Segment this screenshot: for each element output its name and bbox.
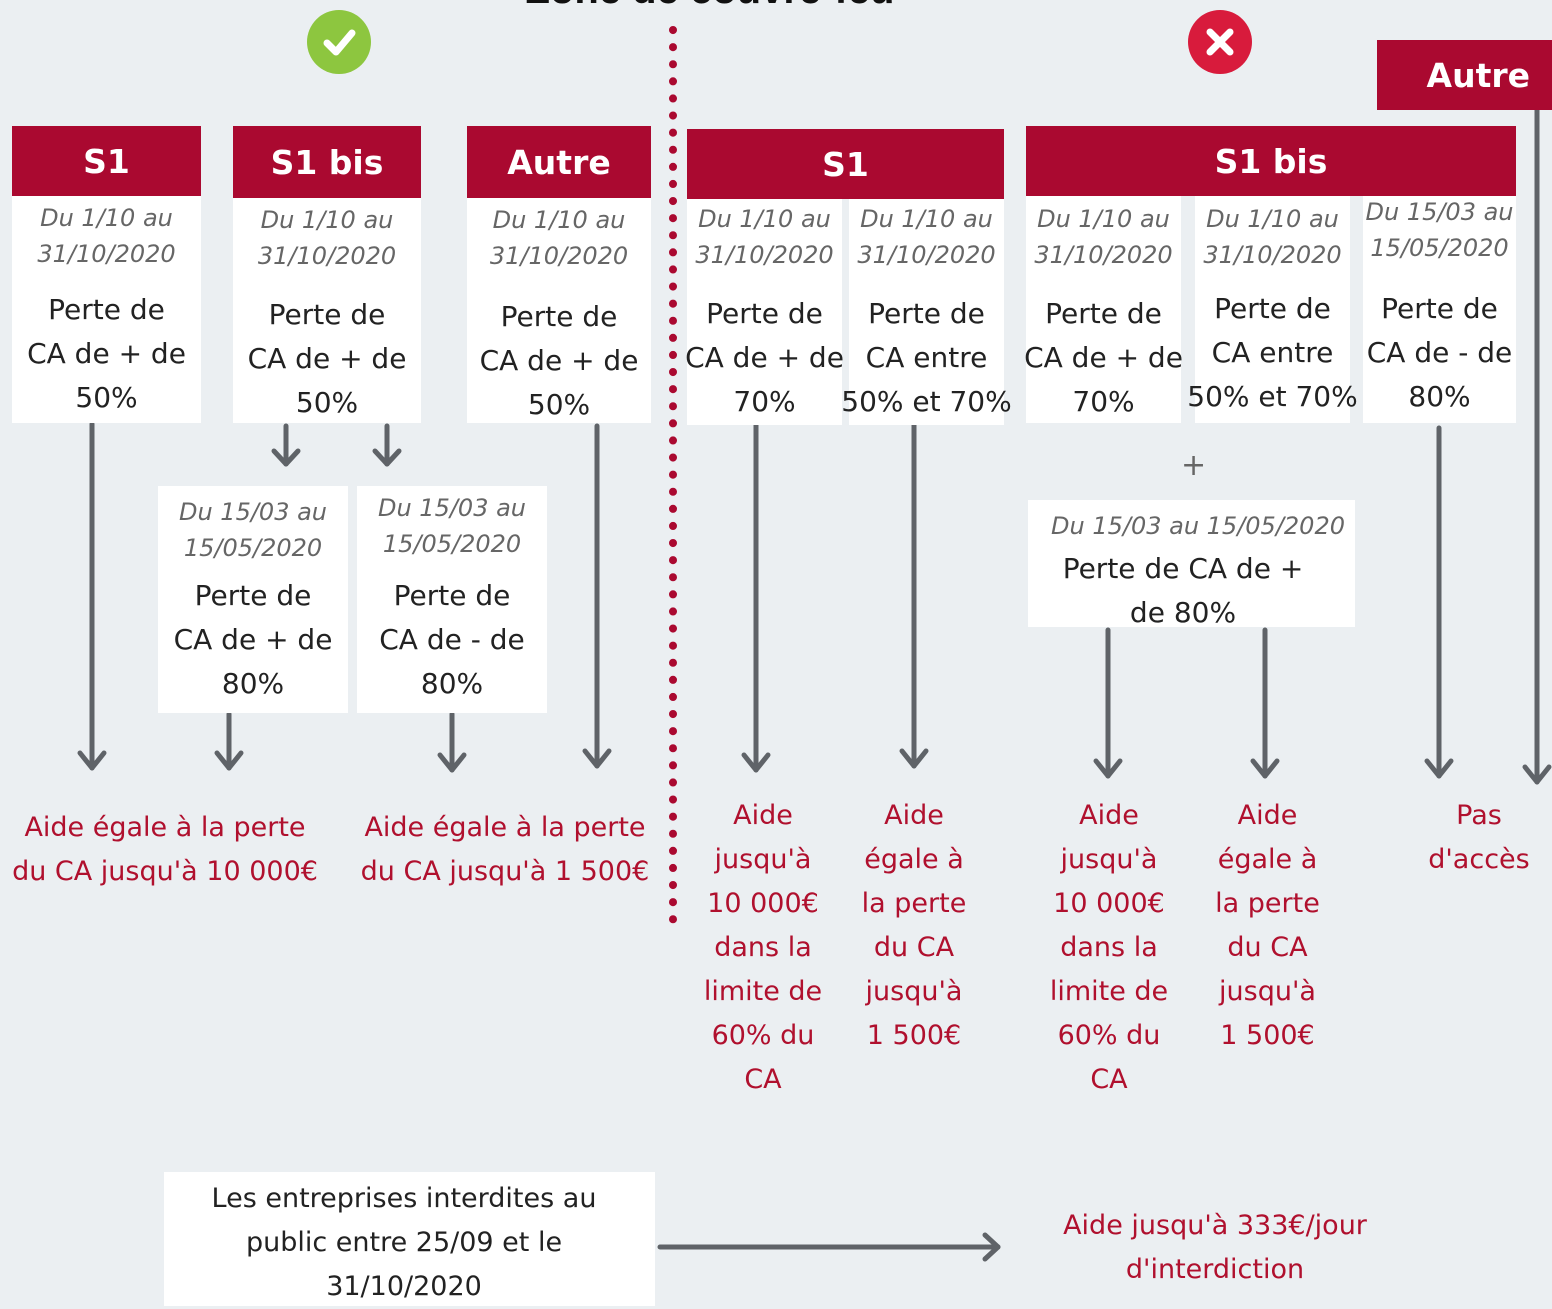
left-s1bis-date: Du 1/10 au 31/10/2020	[257, 206, 397, 270]
right-s1bis-header: S1 bis	[1026, 126, 1516, 196]
right-s1bis-col-b-date: Du 1/10 au 31/10/2020	[1203, 205, 1342, 269]
right-s1-result-b: Aide égale à la perte du CA jusqu'à 1 50…	[861, 800, 967, 1051]
arrow-bottom	[657, 1232, 1001, 1262]
bottom-box: Les entreprises interdites au public ent…	[164, 1172, 655, 1306]
right-s1-col-b-condition: Perte de CA entre 50% et 70%	[841, 297, 1012, 418]
left-s1bis-sub-a-condition: Perte de CA de + de 80%	[173, 579, 333, 700]
left-s1-date: Du 1/10 au 31/10/2020	[37, 204, 176, 268]
left-autre-header: Autre	[467, 126, 651, 198]
left-s1bis-sub-a-box: Du 15/03 au 15/05/2020 Perte de CA de + …	[158, 486, 348, 713]
left-s1-box: Du 1/10 au 31/10/2020 Perte de CA de + d…	[12, 196, 201, 423]
right-s1bis-sub-box: Du 15/03 au 15/05/2020 Perte de CA de + …	[1028, 500, 1355, 629]
arrow-left-s1	[77, 421, 107, 771]
left-s1bis-sub-b-condition: Perte de CA de - de 80%	[379, 579, 525, 700]
right-autre-header: Autre	[1377, 40, 1552, 110]
left-result-b: Aide égale à la perte du CA jusqu'à 1 50…	[360, 812, 650, 887]
arrow-s1bis-to-sub-b	[372, 423, 402, 467]
right-s1-col-b-date: Du 1/10 au 31/10/2020	[857, 205, 996, 269]
left-s1bis-sub-a-date: Du 15/03 au 15/05/2020	[178, 498, 328, 562]
right-s1bis-col-a-condition: Perte de CA de + de 70%	[1024, 297, 1183, 418]
right-s1-col-b-box: Du 1/10 au 31/10/2020 Perte de CA entre …	[841, 199, 1012, 425]
left-autre-date: Du 1/10 au 31/10/2020	[489, 206, 629, 270]
right-s1-col-a-date: Du 1/10 au 31/10/2020	[695, 205, 834, 269]
left-autre-box: Du 1/10 au 31/10/2020 Perte de CA de + d…	[467, 198, 651, 423]
right-s1bis-sub-condition: Perte de CA de + de 80%	[1062, 552, 1304, 629]
arrow-s1bis-to-sub-a	[271, 423, 301, 467]
left-s1bis-box: Du 1/10 au 31/10/2020 Perte de CA de + d…	[233, 198, 421, 423]
arrow-sub-b	[437, 711, 467, 773]
bottom-result: Aide jusqu'à 333€/jour d'interdiction	[1063, 1210, 1367, 1285]
plus-sign: +	[1181, 448, 1207, 483]
arrow-right-s1-a	[741, 421, 771, 773]
right-s1-col-a-condition: Perte de CA de + de 70%	[685, 297, 844, 418]
right-s1bis-col-b-condition: Perte de CA entre 50% et 70%	[1187, 292, 1358, 413]
arrow-right-s1bis-a	[1093, 627, 1123, 779]
x-circle-icon	[1188, 10, 1252, 74]
arrow-right-s1bis-b	[1250, 627, 1280, 779]
arrow-left-autre	[582, 423, 612, 769]
right-s1bis-col-c-box: Du 15/03 au 15/05/2020 Perte de CA de - …	[1363, 196, 1516, 423]
arrow-right-autre	[1522, 107, 1552, 785]
left-s1bis-header: S1 bis	[233, 126, 421, 198]
right-s1-header: S1	[687, 129, 1004, 199]
left-autre-condition: Perte de CA de + de 50%	[479, 300, 639, 421]
right-s1bis-sub-date: Du 15/03 au 15/05/2020	[1051, 512, 1345, 540]
right-s1bis-col-c-condition: Perte de CA de - de 80%	[1366, 292, 1513, 413]
left-s1bis-sub-b-box: Du 15/03 au 15/05/2020 Perte de CA de - …	[357, 486, 547, 713]
arrow-right-s1-b	[899, 417, 929, 769]
right-s1bis-col-a-date: Du 1/10 au 31/10/2020	[1034, 205, 1173, 269]
right-s1-result-a: Aide jusqu'à 10 000€ dans la limite de 6…	[703, 800, 823, 1095]
arrow-right-s1bis-c	[1424, 425, 1454, 779]
page-title: Zone de couvre-feu	[430, 0, 990, 10]
left-s1-condition: Perte de CA de + de 50%	[27, 293, 186, 414]
right-s1bis-col-a-box: Du 1/10 au 31/10/2020 Perte de CA de + d…	[1024, 196, 1183, 423]
left-s1bis-sub-b-date: Du 15/03 au 15/05/2020	[377, 494, 527, 558]
left-s1bis-condition: Perte de CA de + de 50%	[247, 298, 407, 419]
right-s1bis-col-b-box: Du 1/10 au 31/10/2020 Perte de CA entre …	[1187, 196, 1358, 423]
right-s1bis-result-b: Aide égale à la perte du CA jusqu'à 1 50…	[1215, 800, 1320, 1051]
arrow-sub-a	[214, 711, 244, 771]
right-s1bis-result-a: Aide jusqu'à 10 000€ dans la limite de 6…	[1049, 800, 1169, 1095]
right-s1-col-a-box: Du 1/10 au 31/10/2020 Perte de CA de + d…	[685, 199, 844, 425]
no-access-result: Pas d'accès	[1428, 800, 1530, 875]
bottom-box-text: Les entreprises interdites au public ent…	[211, 1183, 597, 1302]
left-result-a: Aide égale à la perte du CA jusqu'à 10 0…	[12, 812, 318, 887]
right-s1bis-col-c-date: Du 15/03 au 15/05/2020	[1365, 198, 1514, 262]
left-s1-header: S1	[12, 126, 201, 196]
check-circle-icon	[307, 10, 371, 74]
